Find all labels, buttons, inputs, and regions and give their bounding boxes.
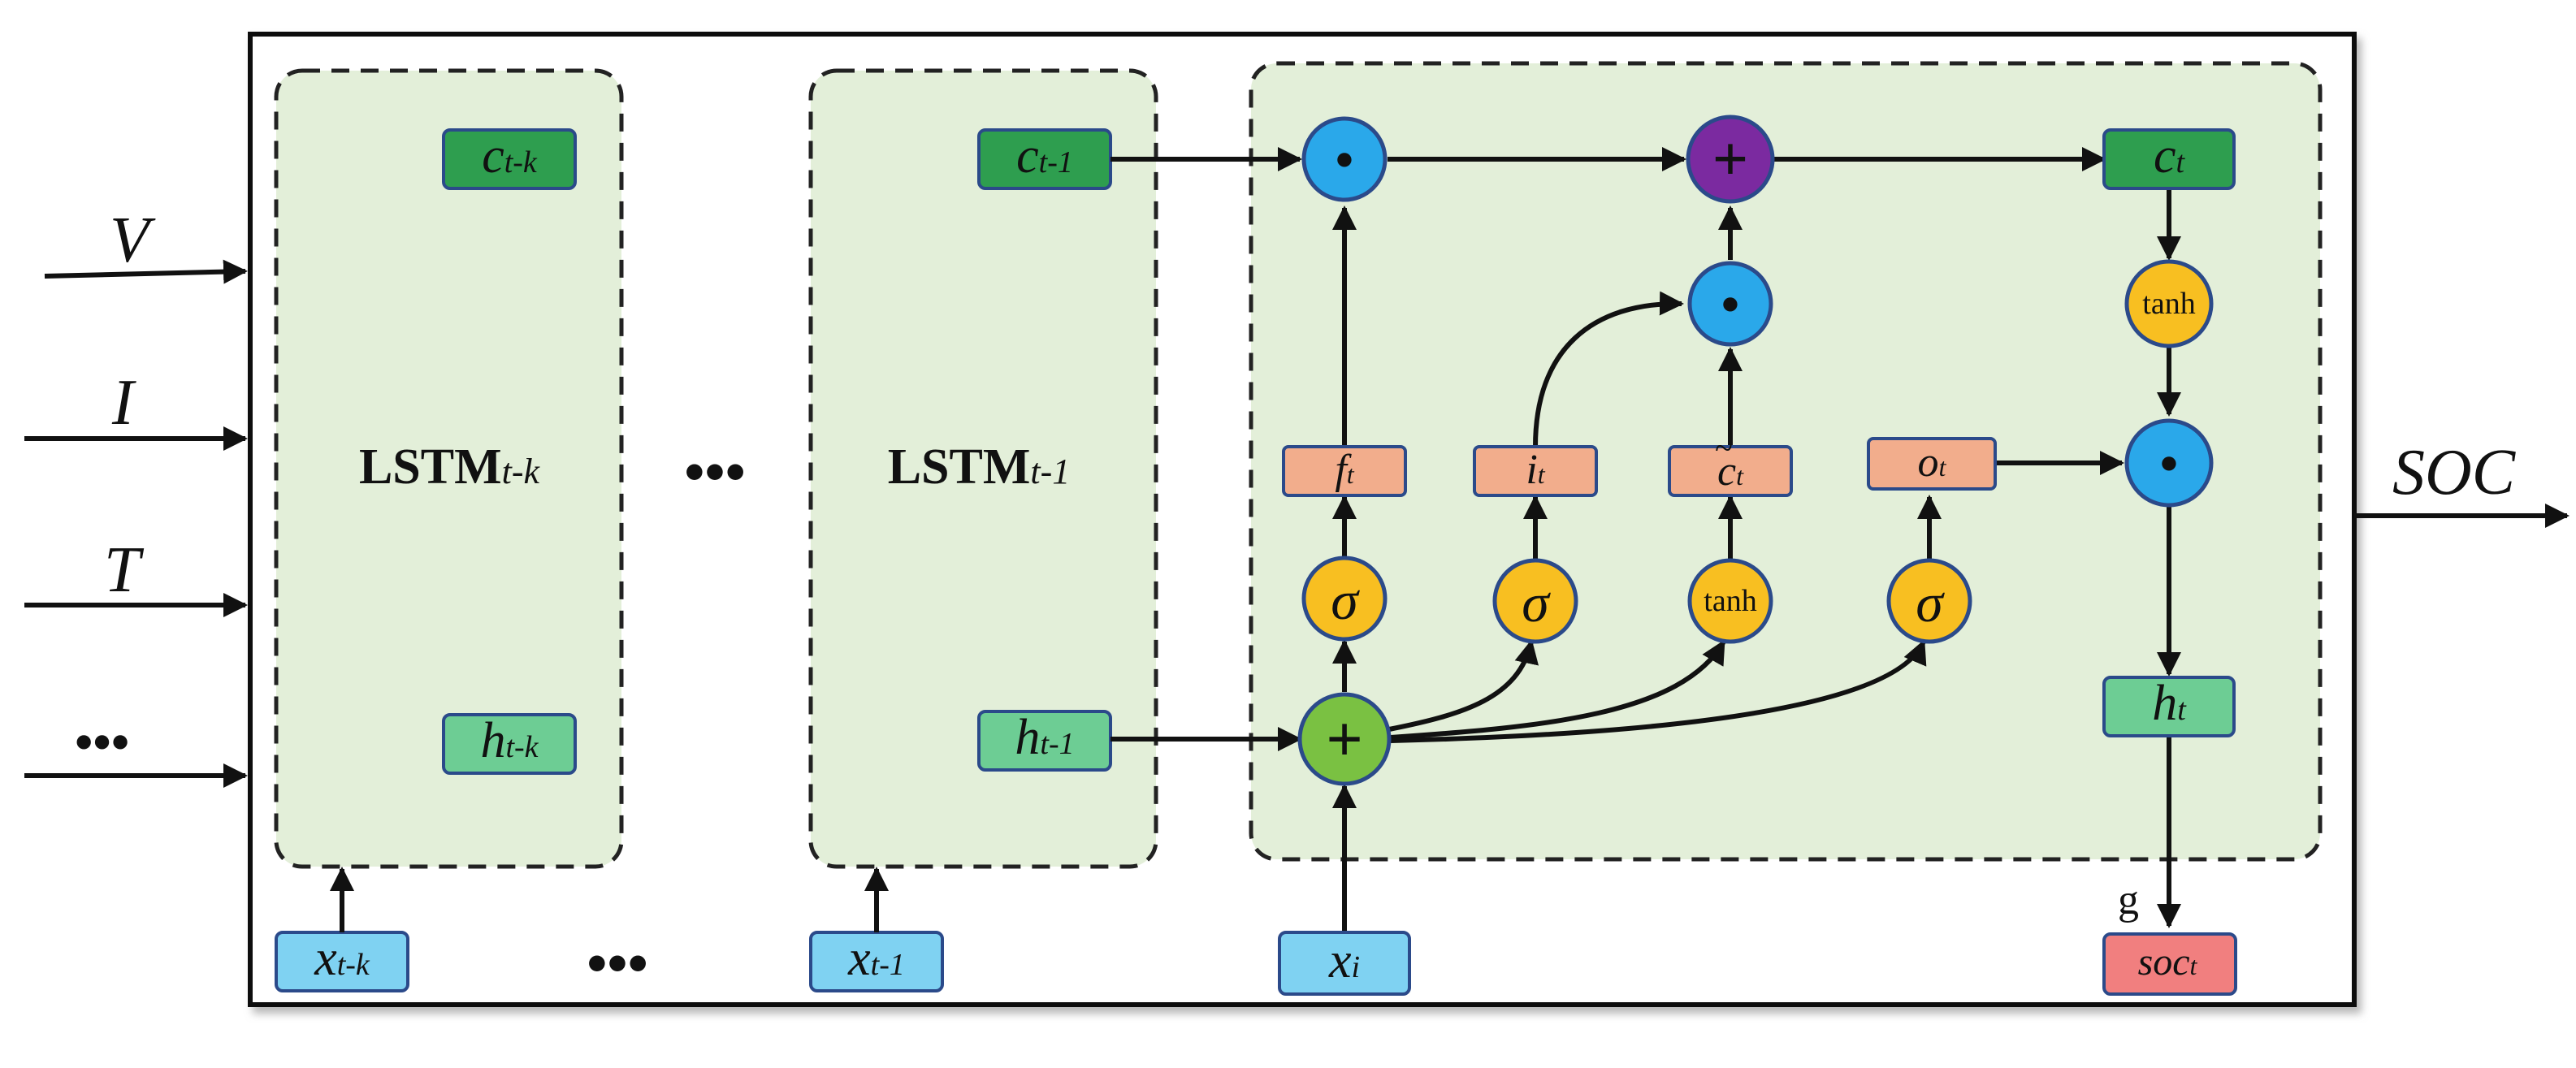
output-gate-box: [1867, 437, 1997, 491]
mult-output-circle: [2124, 418, 2214, 508]
h-t-1-label: ht-1: [1015, 710, 1074, 765]
forget-gate-box: [1282, 445, 1407, 497]
tanh-candidate-circle: [1687, 558, 1773, 644]
plus-cell-circle: [1686, 115, 1775, 204]
arrow-plus-to-tanh: [1390, 639, 1726, 740]
input-arrow-v: [44, 259, 248, 284]
lstm-t-k-label: LSTMt-k: [359, 439, 541, 495]
mult-forget-symbol: •: [1336, 131, 1353, 188]
plus-cell-symbol: +: [1712, 123, 1748, 194]
output-label-soc: SOC: [2392, 437, 2517, 508]
sigma-output-circle: [1886, 558, 1972, 644]
mult-output-symbol: •: [2160, 435, 2178, 492]
mult-forget-circle: [1301, 116, 1388, 202]
plus-input-symbol: +: [1326, 704, 1363, 776]
h-t-label: ht: [2152, 676, 2187, 731]
g-label: g: [2118, 877, 2139, 923]
c-t-k-box: [442, 128, 577, 190]
sigma-input-circle: [1492, 558, 1578, 644]
h-t-k-box: [442, 713, 577, 775]
h-t-k-label: ht-k: [480, 713, 539, 768]
sigma-forget-circle: [1301, 556, 1388, 642]
input-label-t: T: [104, 534, 145, 606]
sigma-output-label: σ: [1916, 572, 1945, 633]
input-label-v: V: [110, 205, 156, 276]
mult-input-circle: [1687, 261, 1773, 347]
panel-lstm-t-1: [808, 68, 1158, 869]
tanh-cell-circle: [2124, 259, 2214, 348]
x-i-label: xi: [1328, 933, 1360, 988]
lstm-t-1-label: LSTMt-1: [888, 439, 1071, 495]
input-label-i: I: [111, 367, 136, 439]
arrow-it-to-mult: [1533, 291, 1684, 448]
arrow-plus-to-sigma-i: [1388, 639, 1539, 732]
input-gate-label: it: [1526, 447, 1545, 493]
input-label-more: •••: [75, 713, 129, 771]
candidate-tilde: ~: [1715, 430, 1733, 466]
sigma-forget-label: σ: [1331, 569, 1360, 631]
soc-t-box: [2102, 932, 2237, 996]
bottom-dots: •••: [587, 931, 648, 996]
input-gate-box: [1473, 445, 1598, 497]
between-dots: •••: [684, 439, 746, 504]
mult-input-symbol: •: [1721, 275, 1739, 333]
tanh-cell-label: tanh: [2142, 287, 2195, 321]
candidate-box: [1668, 445, 1793, 497]
plus-input-circle: [1297, 692, 1392, 786]
x-t-1-label: xt-1: [847, 931, 905, 986]
c-t-box: [2102, 128, 2236, 190]
candidate-label: ct: [1717, 448, 1744, 495]
c-t-k-label: ct-k: [482, 128, 538, 184]
c-t-1-label: ct-1: [1016, 128, 1073, 184]
x-i-box: [1278, 931, 1411, 996]
x-t-k-label: xt-k: [314, 931, 370, 986]
arrow-plus-to-sigma-o: [1390, 639, 1927, 743]
sigma-input-label: σ: [1522, 572, 1551, 633]
tanh-candidate-label: tanh: [1704, 584, 1756, 618]
c-t-label: ct: [2154, 128, 2186, 184]
h-t-box: [2102, 676, 2236, 737]
soc-t-label: soct: [2138, 940, 2198, 984]
output-gate-label: ot: [1918, 439, 1947, 486]
panel-lstm-t-k: [274, 68, 624, 869]
